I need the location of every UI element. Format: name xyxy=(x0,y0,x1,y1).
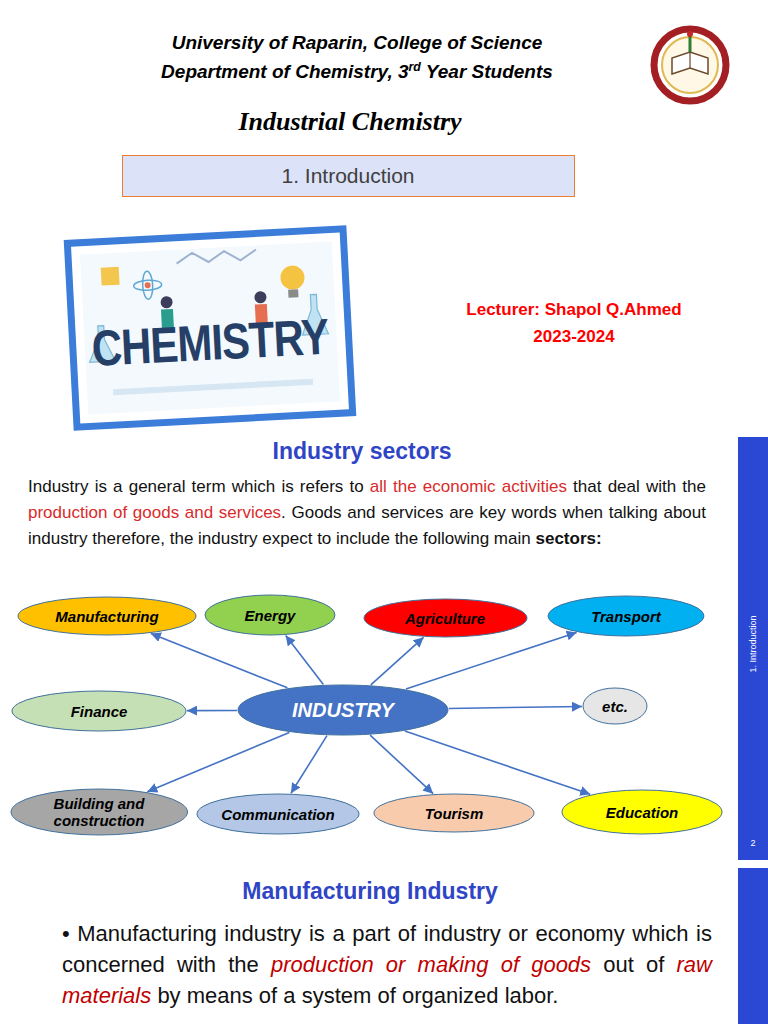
sector-arrow xyxy=(371,637,424,685)
node-label: Building and construction xyxy=(34,795,164,829)
university-logo xyxy=(654,29,726,101)
oval-outline xyxy=(364,599,527,637)
department-heading-text: rd xyxy=(409,60,421,74)
node-label: Agriculture xyxy=(405,610,485,627)
oval-outline xyxy=(205,595,335,635)
node-label: etc. xyxy=(602,698,628,715)
node-label: Transport xyxy=(591,608,661,625)
department-heading-text: Department of Chemistry, 3 xyxy=(161,61,408,82)
center-oval: INDUSTRY xyxy=(237,684,449,736)
oval-outline xyxy=(374,794,534,832)
lecturer-name: Lecturer: Shapol Q.Ahmed xyxy=(444,299,704,321)
academic-year-text: 2023-2024 xyxy=(533,327,614,346)
department-heading-text: Year Students xyxy=(426,61,553,82)
body-paragraph-text: sectors: xyxy=(535,529,601,548)
university-heading-text: University of Raparin, College of Scienc… xyxy=(172,32,543,53)
body-paragraph: Industry is a general term which is refe… xyxy=(28,474,706,552)
sector-arrow xyxy=(406,632,577,689)
page-number-text: 2 xyxy=(750,838,755,848)
section-heading: Manufacturing Industry xyxy=(0,877,740,905)
sector-arrow xyxy=(291,736,327,794)
sector-oval: etc. xyxy=(582,687,648,725)
section-title-box: 1. Introduction xyxy=(122,155,575,197)
node-label: Education xyxy=(606,804,679,821)
node-label: INDUSTRY xyxy=(292,698,394,722)
sector-arrow xyxy=(286,635,324,684)
node-label: 1. Introduction xyxy=(281,163,414,189)
department-heading: Department of Chemistry, 3rd Year Studen… xyxy=(0,60,714,84)
section-heading-text: Industry sectors xyxy=(273,438,452,464)
sector-oval: Manufacturing xyxy=(17,596,197,636)
body-paragraph-text: that deal with the xyxy=(573,477,706,496)
sector-arrow xyxy=(151,633,288,687)
sector-oval: Education xyxy=(561,789,723,835)
oval-outline xyxy=(12,691,186,731)
side-label-text: 1. Introduction xyxy=(748,615,758,672)
node-label: Finance xyxy=(71,703,128,720)
illustration-word-text: CHEMISTRY xyxy=(90,308,329,377)
oval-outline xyxy=(562,790,722,834)
sector-oval: Transport xyxy=(547,595,705,637)
sector-oval: Finance xyxy=(11,690,187,732)
bullet-paragraph-text: by means of a system of organized labor. xyxy=(157,983,558,1008)
body-paragraph-text: all the economic activities xyxy=(370,477,567,496)
oval-outline xyxy=(11,789,188,835)
bullet-paragraph: • Manufacturing industry is a part of in… xyxy=(62,918,712,1011)
side-label: 1. Introduction xyxy=(747,594,759,694)
bullet-paragraph-text: production or making of goods xyxy=(271,952,591,977)
chemistry-illustration xyxy=(67,229,352,427)
node-label: Communication xyxy=(221,806,334,823)
node-label: Tourism xyxy=(425,805,484,822)
sector-arrow xyxy=(147,732,289,791)
oval-outline xyxy=(18,597,196,635)
academic-year: 2023-2024 xyxy=(444,326,704,348)
bullet-paragraph-text: out of xyxy=(603,952,664,977)
side-bar xyxy=(738,437,768,1024)
sector-arrow xyxy=(405,731,590,794)
sector-oval: Energy xyxy=(204,594,336,636)
sector-arrow xyxy=(370,735,433,794)
sector-arrow xyxy=(187,710,237,712)
course-title: Industrial Chemistry xyxy=(0,107,700,137)
oval-outline xyxy=(197,794,359,834)
sector-arrow xyxy=(449,706,582,708)
sector-oval: Building and construction xyxy=(10,788,189,836)
oval-outline xyxy=(583,688,647,724)
lecturer-name-text: Lecturer: Shapol Q.Ahmed xyxy=(466,300,681,319)
oval-outline xyxy=(238,685,448,735)
body-paragraph-text: Industry is a general term which is refe… xyxy=(28,477,364,496)
body-paragraph-text: production of goods and services xyxy=(28,503,281,522)
node-label: Energy xyxy=(245,607,296,624)
node-label: Manufacturing xyxy=(55,608,158,625)
sector-oval: Agriculture xyxy=(363,598,528,638)
university-heading: University of Raparin, College of Scienc… xyxy=(0,31,714,55)
section-heading-text: Manufacturing Industry xyxy=(242,878,498,904)
course-title-text: Industrial Chemistry xyxy=(238,107,461,136)
page-number: 2 xyxy=(743,837,763,849)
oval-outline xyxy=(548,596,704,636)
section-heading: Industry sectors xyxy=(0,437,724,465)
sector-oval: Communication xyxy=(196,793,360,835)
sector-oval: Tourism xyxy=(373,793,535,833)
